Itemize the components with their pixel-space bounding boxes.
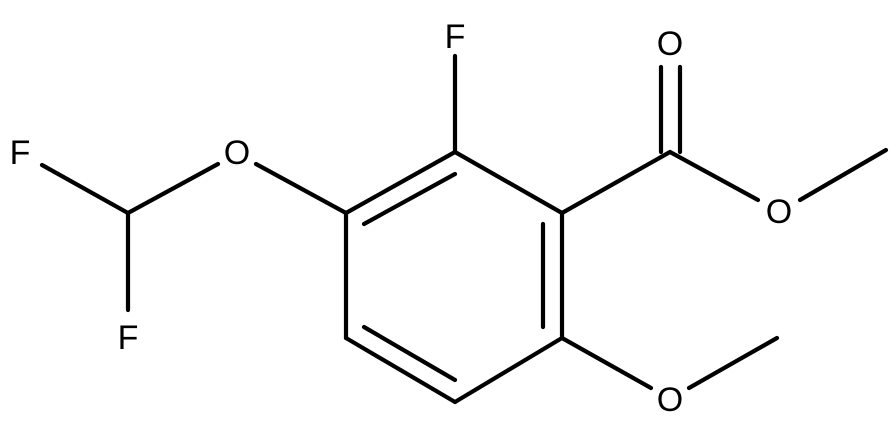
- bond-c6-c1-inner: [361, 171, 458, 227]
- atom-f-chf2-bottom: F: [118, 319, 139, 357]
- atom-f-ring: F: [445, 18, 466, 56]
- bond-c6-c1: [343, 149, 458, 216]
- bond-c4-c5: [343, 335, 458, 405]
- atom-labels: F O O O F F O: [10, 18, 793, 419]
- atom-f-chf2-top: F: [10, 134, 31, 172]
- atom-o-carbonyl: O: [657, 25, 683, 63]
- bond-o-chf2: [125, 161, 221, 216]
- atom-o-difluoromethoxy: O: [224, 134, 250, 172]
- atom-o-methoxy: O: [657, 381, 683, 419]
- bond-oester-methyl: [797, 147, 889, 203]
- bond-ccarbonyl-oester: [667, 149, 761, 203]
- bond-chf2-ftop: [39, 162, 131, 216]
- bond-c3-o: [559, 335, 654, 391]
- atom-o-ester: O: [766, 193, 792, 231]
- bond-c2-ccarbonyl: [559, 149, 673, 216]
- bonds: [39, 53, 889, 405]
- bond-c1-c2: [452, 149, 565, 216]
- bond-o-methyl: [686, 335, 780, 391]
- bond-c4-c5-inner: [361, 324, 458, 383]
- bond-c3-c4: [452, 335, 565, 405]
- bond-c6-o: [253, 161, 349, 216]
